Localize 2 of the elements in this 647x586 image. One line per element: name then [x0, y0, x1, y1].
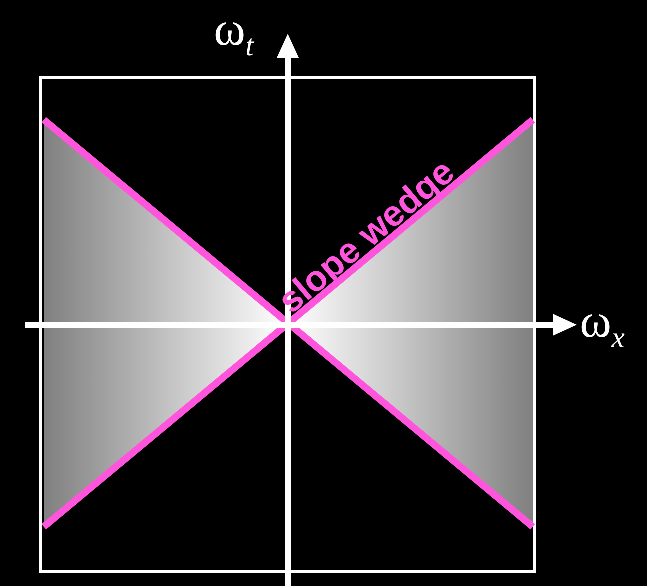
- axis-label: ω$_{t}$: [214, 6, 254, 62]
- axis-label: ω$_{x}$: [580, 298, 625, 354]
